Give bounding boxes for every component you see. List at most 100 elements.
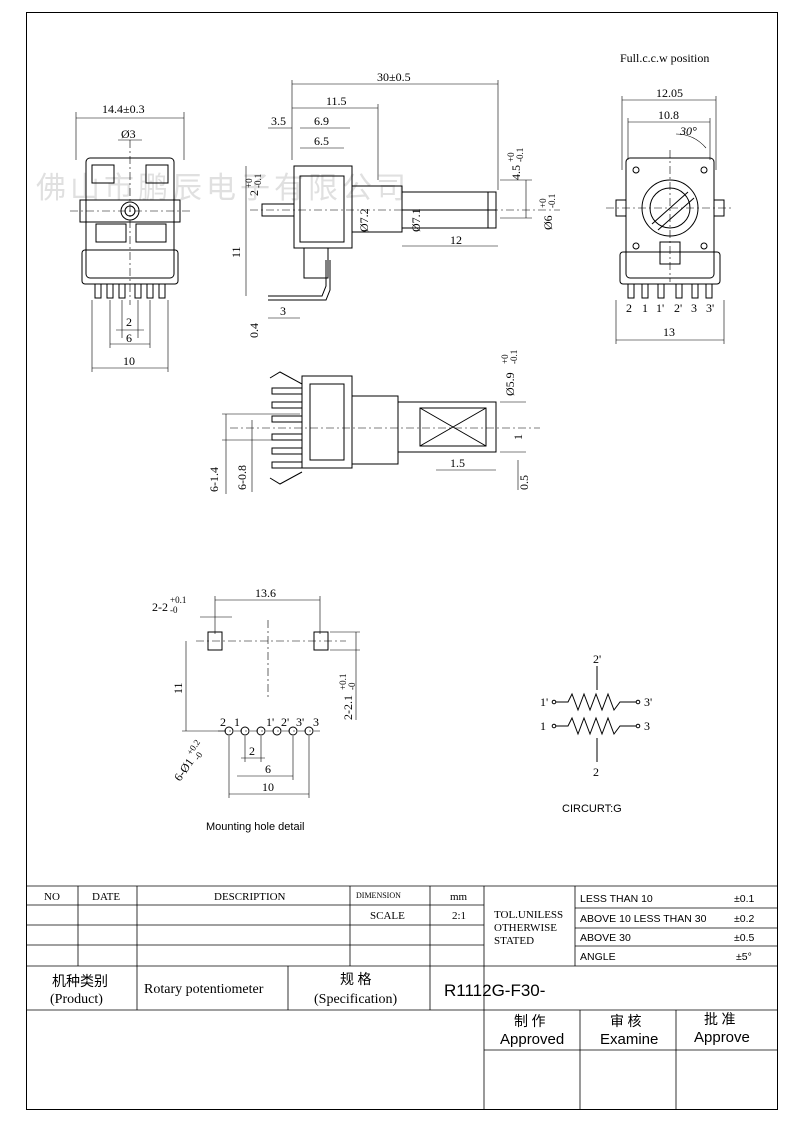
tb-tol-value-4: ±5°	[736, 951, 752, 963]
tb-scale: SCALE	[370, 910, 405, 922]
tb-spec-value: R1112G-F30-	[444, 981, 545, 1000]
rear-angle-label: 30°	[679, 124, 697, 138]
side-shaft-dia-label: Ø6	[541, 215, 555, 230]
side-6-5-label: 6.5	[314, 134, 329, 148]
tb-product-value: Rotary potentiometer	[144, 982, 264, 997]
side-height-label: 11	[229, 246, 243, 258]
mount-slot-tol2: -0	[170, 605, 178, 615]
title-block: NO DATE DESCRIPTION DIMENSION mm SCALE 2…	[26, 885, 778, 1110]
side-bush-dia2-label: Ø7.1	[409, 208, 423, 232]
side-4-5-label: 4.5	[509, 165, 523, 180]
drawing-frame	[26, 12, 778, 1110]
side-6-9-label: 6.9	[314, 114, 329, 128]
mount-pin-4: 2'	[281, 715, 289, 729]
bottom-flat-dia-label: Ø5.9	[503, 372, 517, 396]
tb-approve-cn: 批 准	[704, 1012, 736, 1028]
tb-tol-label-2: ABOVE 10 LESS THAN 30	[580, 913, 707, 925]
bottom-view: 6-1.4 6-0.8 Ø5.9 +0 -0.1 1 1.5 0.5	[207, 350, 540, 494]
tb-examine-cn: 审 核	[610, 1014, 642, 1030]
tb-mm: mm	[450, 891, 468, 903]
tb-product-en: (Product)	[50, 992, 103, 1007]
tb-spec-en: (Specification)	[314, 992, 398, 1007]
rear-pin-6: 3'	[706, 301, 714, 315]
circuit-right-top: 3'	[644, 695, 652, 709]
front-shaft-dia-label: Ø3	[121, 127, 136, 141]
tb-examine-en: Examine	[600, 1031, 658, 1048]
rear-pins	[627, 283, 713, 299]
side-2-tol2: -0.1	[253, 174, 263, 188]
tb-approved-cn: 制 作	[514, 1014, 546, 1030]
side-shaft-tol2: -0.1	[547, 194, 557, 208]
mount-span10-label: 10	[262, 780, 274, 794]
tb-tol-value-3: ±0.5	[734, 932, 755, 944]
mount-caption: Mounting hole detail	[206, 821, 304, 833]
tb-tol-label-4: ANGLE	[580, 951, 616, 963]
side-shaft-len-label: 12	[450, 233, 462, 247]
tb-tol-note-3: STATED	[494, 935, 534, 947]
mount-spacing-label: 13.6	[255, 586, 276, 600]
bottom-1-label: 1	[511, 434, 525, 440]
rear-w-outer-label: 12.05	[656, 86, 683, 100]
circuit-bottom-label: 2	[593, 765, 599, 779]
side-bush-dia-label: Ø7.2	[357, 208, 371, 232]
front-width-label: 14.4±0.3	[102, 102, 145, 116]
side-lead-thk-label: 0.4	[247, 323, 261, 338]
tb-spec-cn: 规 格	[340, 972, 372, 988]
mount-height-label: 11	[171, 682, 185, 694]
bottom-6-0-8-label: 6-0.8	[235, 465, 249, 490]
mount-slot2-tol: +0.1	[338, 674, 348, 690]
front-view: 14.4±0.3 Ø3 2 6	[70, 102, 192, 372]
mount-pin-2: 1	[234, 715, 240, 729]
tb-tol-value-2: ±0.2	[734, 913, 755, 925]
tb-product-cn: 机种类别	[52, 974, 108, 990]
tb-scale-value: 2:1	[452, 910, 466, 922]
mount-pin-3: 1'	[266, 715, 274, 729]
rear-pin-1: 2	[626, 301, 632, 315]
side-4-5-tol: +0	[506, 152, 516, 162]
circuit-top-label: 2'	[593, 652, 601, 666]
rear-view: Full.c.c.w position 12.05 10.8 30°	[606, 51, 734, 344]
tb-approved-en: Approved	[500, 1031, 564, 1048]
mount-pitch-label: 2	[249, 744, 255, 758]
side-3-5-label: 3.5	[271, 114, 286, 128]
circuit-left-top: 1'	[540, 695, 548, 709]
tb-tol-label-1: LESS THAN 10	[580, 893, 653, 905]
mounting-detail: 13.6 2-2 +0.1 -0 2-2.1 +0.1 -0 11	[152, 586, 360, 833]
bottom-0-5-label: 0.5	[517, 475, 531, 490]
bottom-flat-tol: +0	[500, 354, 510, 364]
side-lead-label: 3	[280, 304, 286, 318]
rear-pin-4: 2'	[674, 301, 682, 315]
circuit-left-bot: 1	[540, 719, 546, 733]
front-span-outer-label: 10	[123, 354, 135, 368]
tb-no: NO	[44, 891, 60, 903]
bottom-6-1-4-label: 6-1.4	[207, 467, 221, 492]
side-shaft-tol: +0	[538, 198, 548, 208]
front-pins	[94, 283, 166, 299]
mount-pin-1: 2	[220, 715, 226, 729]
circuit-right-bot: 3	[644, 719, 650, 733]
side-11-5-label: 11.5	[326, 94, 347, 108]
bottom-1-5-label: 1.5	[450, 456, 465, 470]
rear-width-bottom-label: 13	[663, 325, 675, 339]
side-2-label: 2	[247, 190, 261, 196]
mount-slot-label: 2-2	[152, 600, 168, 614]
position-note: Full.c.c.w position	[620, 51, 709, 65]
circuit-diagram: 2' 1' 3' 1 3 2 CIRCURT:G	[540, 652, 652, 815]
tb-dimension: DIMENSION	[356, 891, 401, 900]
tb-tol-value-1: ±0.1	[734, 893, 755, 905]
side-view: 30±0.5 11.5 3.5 6.9 6.5 2 +0 -0.1 4.5 +0…	[229, 70, 560, 338]
mount-slot2-label: 2-2.1	[341, 695, 355, 720]
tb-date: DATE	[92, 891, 120, 903]
tb-tol-note-2: OTHERWISE	[494, 922, 557, 934]
tb-description: DESCRIPTION	[214, 891, 286, 903]
mount-slot-tol: +0.1	[170, 595, 186, 605]
front-pitch-label: 2	[126, 315, 132, 329]
front-span-inner-label: 6	[126, 331, 132, 345]
rear-pin-2: 1	[642, 301, 648, 315]
bottom-flat-tol2: -0.1	[509, 350, 519, 364]
side-overall-label: 30±0.5	[377, 70, 411, 84]
rear-pin-5: 3	[691, 301, 697, 315]
tb-tol-label-3: ABOVE 30	[580, 932, 631, 944]
side-2-tol: +0	[244, 178, 254, 188]
